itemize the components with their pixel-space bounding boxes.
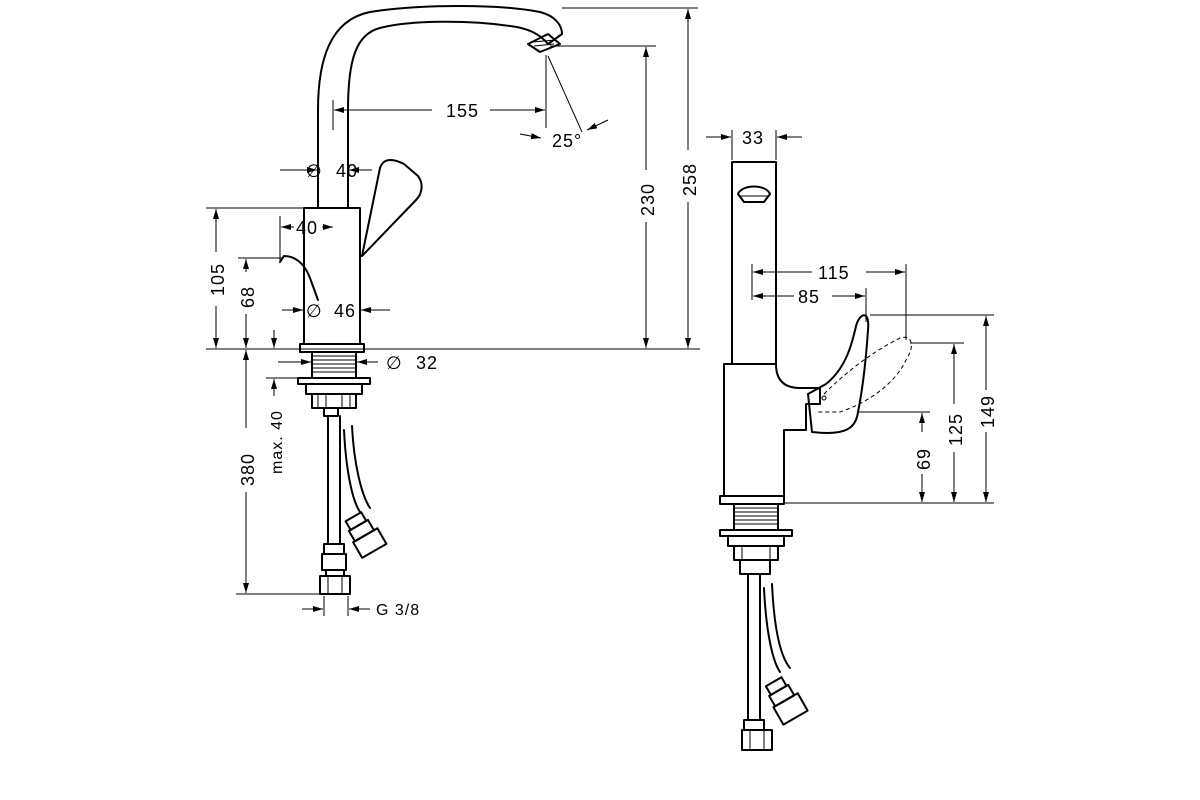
dim-max-counter-thickness: max. 40 xyxy=(269,410,286,474)
diameter-symbol-spout: ∅ xyxy=(306,161,323,181)
dim-total-height: 258 xyxy=(680,163,700,196)
side-view: 155 25° ∅ 40 40 ∅ 46 ∅ 32 105 xyxy=(206,5,700,619)
dim-spout-angle: 25° xyxy=(552,131,582,151)
spout-outline xyxy=(317,5,563,209)
dim-handle-offset: 40 xyxy=(296,218,318,238)
lever-handle xyxy=(361,159,423,257)
dim-lever-reach-closed: 85 xyxy=(798,287,820,307)
hoses xyxy=(319,415,388,595)
front-shank xyxy=(719,503,793,575)
diameter-symbol-body: ∅ xyxy=(306,301,323,321)
dim-body-diameter: 46 xyxy=(334,301,356,321)
dim-hose-length: 380 xyxy=(238,453,258,486)
aerator xyxy=(527,33,561,53)
threaded-shank xyxy=(297,351,371,417)
dim-spout-diameter: 40 xyxy=(336,161,358,181)
base-flange xyxy=(299,343,365,353)
front-body xyxy=(723,363,821,497)
dim-lever-open-height: 125 xyxy=(946,413,966,446)
dim-lever-tip-height: 149 xyxy=(978,395,998,428)
dim-outlet-height: 230 xyxy=(638,183,658,216)
diameter-symbol-shank: ∅ xyxy=(386,353,403,373)
front-view: 33 115 85 69 125 149 xyxy=(706,128,998,751)
dim-connection-thread: G 3/8 xyxy=(376,602,420,619)
outlet-aerator xyxy=(737,185,771,203)
dim-spout-width: 33 xyxy=(742,128,764,148)
dim-shank-diameter: 32 xyxy=(416,353,438,373)
dim-body-height: 105 xyxy=(208,263,228,296)
dim-lever-reach-open: 115 xyxy=(818,263,850,283)
front-hoses xyxy=(741,573,809,751)
side-hook xyxy=(279,255,319,301)
lever-solid xyxy=(807,314,870,434)
dim-lever-pivot-height: 69 xyxy=(914,448,934,470)
front-base-plate xyxy=(719,495,785,505)
dim-handle-height: 68 xyxy=(238,286,258,308)
dim-spout-reach: 155 xyxy=(446,101,479,121)
lever-open-dashed xyxy=(818,336,912,413)
